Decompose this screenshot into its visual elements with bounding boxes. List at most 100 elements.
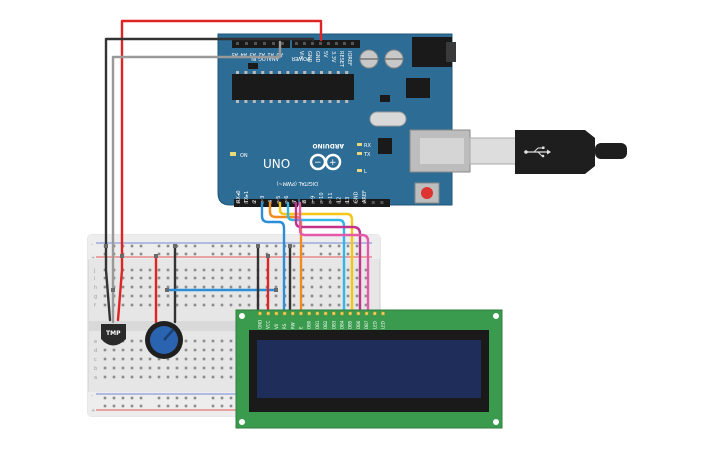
rail-hole bbox=[346, 244, 350, 248]
chip-pin bbox=[294, 71, 298, 74]
rail-hole bbox=[301, 252, 305, 256]
potentiometer[interactable] bbox=[145, 321, 183, 359]
dc-power-jack bbox=[412, 37, 452, 67]
wire-end bbox=[256, 244, 260, 248]
grid-hole bbox=[229, 268, 233, 272]
lcd-mount-hole-tl bbox=[239, 313, 245, 319]
rail-hole bbox=[355, 244, 359, 248]
digital-header-pin bbox=[285, 201, 288, 204]
rail-plus-label-bottom: + bbox=[91, 408, 95, 414]
grid-hole bbox=[157, 276, 161, 280]
grid-hole bbox=[211, 268, 215, 272]
grid-hole bbox=[193, 294, 197, 298]
rail-hole bbox=[193, 252, 197, 256]
chip-pin bbox=[286, 100, 290, 103]
rail-hole bbox=[193, 404, 197, 408]
wire-d4-cyan bbox=[286, 201, 346, 314]
chip-pin bbox=[320, 71, 323, 74]
grid-hole bbox=[301, 268, 305, 272]
usb-plug-housing bbox=[515, 130, 595, 174]
chip-pin bbox=[303, 100, 307, 103]
rail-hole bbox=[301, 244, 305, 248]
wire-a0-gray bbox=[111, 40, 282, 292]
digital-header-pin bbox=[346, 201, 349, 204]
grid-hole bbox=[319, 303, 323, 307]
grid-hole bbox=[202, 294, 206, 298]
rail-hole bbox=[193, 244, 197, 248]
grid-hole bbox=[337, 303, 341, 307]
digital-header-pin bbox=[245, 201, 248, 204]
rail-hole bbox=[157, 244, 161, 248]
digital-header-pin bbox=[354, 201, 358, 204]
grid-hole bbox=[229, 375, 233, 379]
lcd-pin-label: DB2 bbox=[323, 320, 328, 329]
wire-5v-red bbox=[120, 19, 323, 258]
grid-hole bbox=[130, 366, 134, 370]
grid-hole bbox=[346, 294, 350, 298]
lcd-pin-label: DB1 bbox=[315, 320, 320, 329]
grid-hole bbox=[346, 276, 350, 280]
digital-pin-label: 2 bbox=[252, 200, 258, 203]
grid-hole bbox=[166, 268, 170, 272]
rail-hole bbox=[157, 404, 161, 408]
label-digital: DIGITAL (PWM~) bbox=[276, 180, 318, 186]
grid-hole bbox=[337, 276, 341, 280]
lcd-pin-label: DB4 bbox=[340, 320, 345, 329]
rail-hole bbox=[346, 252, 350, 256]
lcd-pin-label: DB5 bbox=[348, 320, 353, 329]
grid-hole bbox=[112, 375, 116, 379]
grid-hole bbox=[184, 339, 188, 343]
reset-button-cap[interactable] bbox=[421, 187, 433, 199]
rail-hole bbox=[274, 252, 278, 256]
grid-hole bbox=[103, 375, 107, 379]
grid-hole bbox=[148, 285, 152, 289]
lcd-pin-label: DB6 bbox=[356, 320, 361, 329]
chip-pin bbox=[252, 100, 256, 103]
rail-hole bbox=[274, 244, 278, 248]
lcd-pin bbox=[299, 311, 303, 316]
grid-hole bbox=[148, 366, 152, 370]
grid-hole bbox=[292, 276, 296, 280]
rail-hole bbox=[139, 252, 143, 256]
analog-header-pin bbox=[254, 42, 257, 45]
chip-pin bbox=[320, 100, 323, 103]
power-pin-label: RESET bbox=[338, 51, 344, 68]
grid-hole bbox=[355, 285, 359, 289]
grid-hole bbox=[193, 357, 197, 361]
grid-hole bbox=[238, 285, 242, 289]
grid-hole bbox=[328, 285, 332, 289]
digital-pin-label: TX▸1 bbox=[244, 191, 250, 204]
chip-pin bbox=[278, 100, 281, 103]
grid-hole bbox=[247, 268, 251, 272]
rail-hole bbox=[130, 396, 134, 400]
power-header-pin bbox=[335, 42, 338, 45]
lcd-pin bbox=[364, 311, 369, 316]
grid-hole bbox=[157, 294, 161, 298]
grid-hole bbox=[139, 276, 143, 280]
grid-hole bbox=[202, 366, 206, 370]
grid-hole bbox=[247, 276, 251, 280]
grid-hole bbox=[229, 285, 233, 289]
usb-icon bbox=[524, 146, 551, 158]
grid-hole bbox=[310, 294, 314, 298]
wire-end bbox=[111, 288, 115, 292]
grid-hole bbox=[130, 357, 134, 361]
analog-header-pin bbox=[236, 42, 239, 45]
chip-pin bbox=[311, 100, 315, 103]
lcd-pin-label: DB0 bbox=[307, 320, 312, 329]
tmp-sensor-body bbox=[101, 324, 126, 346]
grid-hole bbox=[121, 375, 125, 379]
grid-hole bbox=[202, 357, 206, 361]
rail-hole bbox=[103, 404, 107, 408]
power-pin-label: 5V bbox=[322, 51, 328, 58]
digital-pin-label: 13 bbox=[345, 197, 351, 203]
grid-hole bbox=[193, 375, 197, 379]
lcd-pin bbox=[323, 311, 328, 316]
lcd-pin bbox=[373, 311, 377, 316]
grid-hole bbox=[157, 375, 161, 379]
rail-hole bbox=[184, 252, 188, 256]
grid-hole bbox=[112, 348, 116, 352]
grid-hole bbox=[355, 276, 359, 280]
label-l: L bbox=[364, 169, 367, 175]
lcd-pin bbox=[356, 311, 361, 316]
